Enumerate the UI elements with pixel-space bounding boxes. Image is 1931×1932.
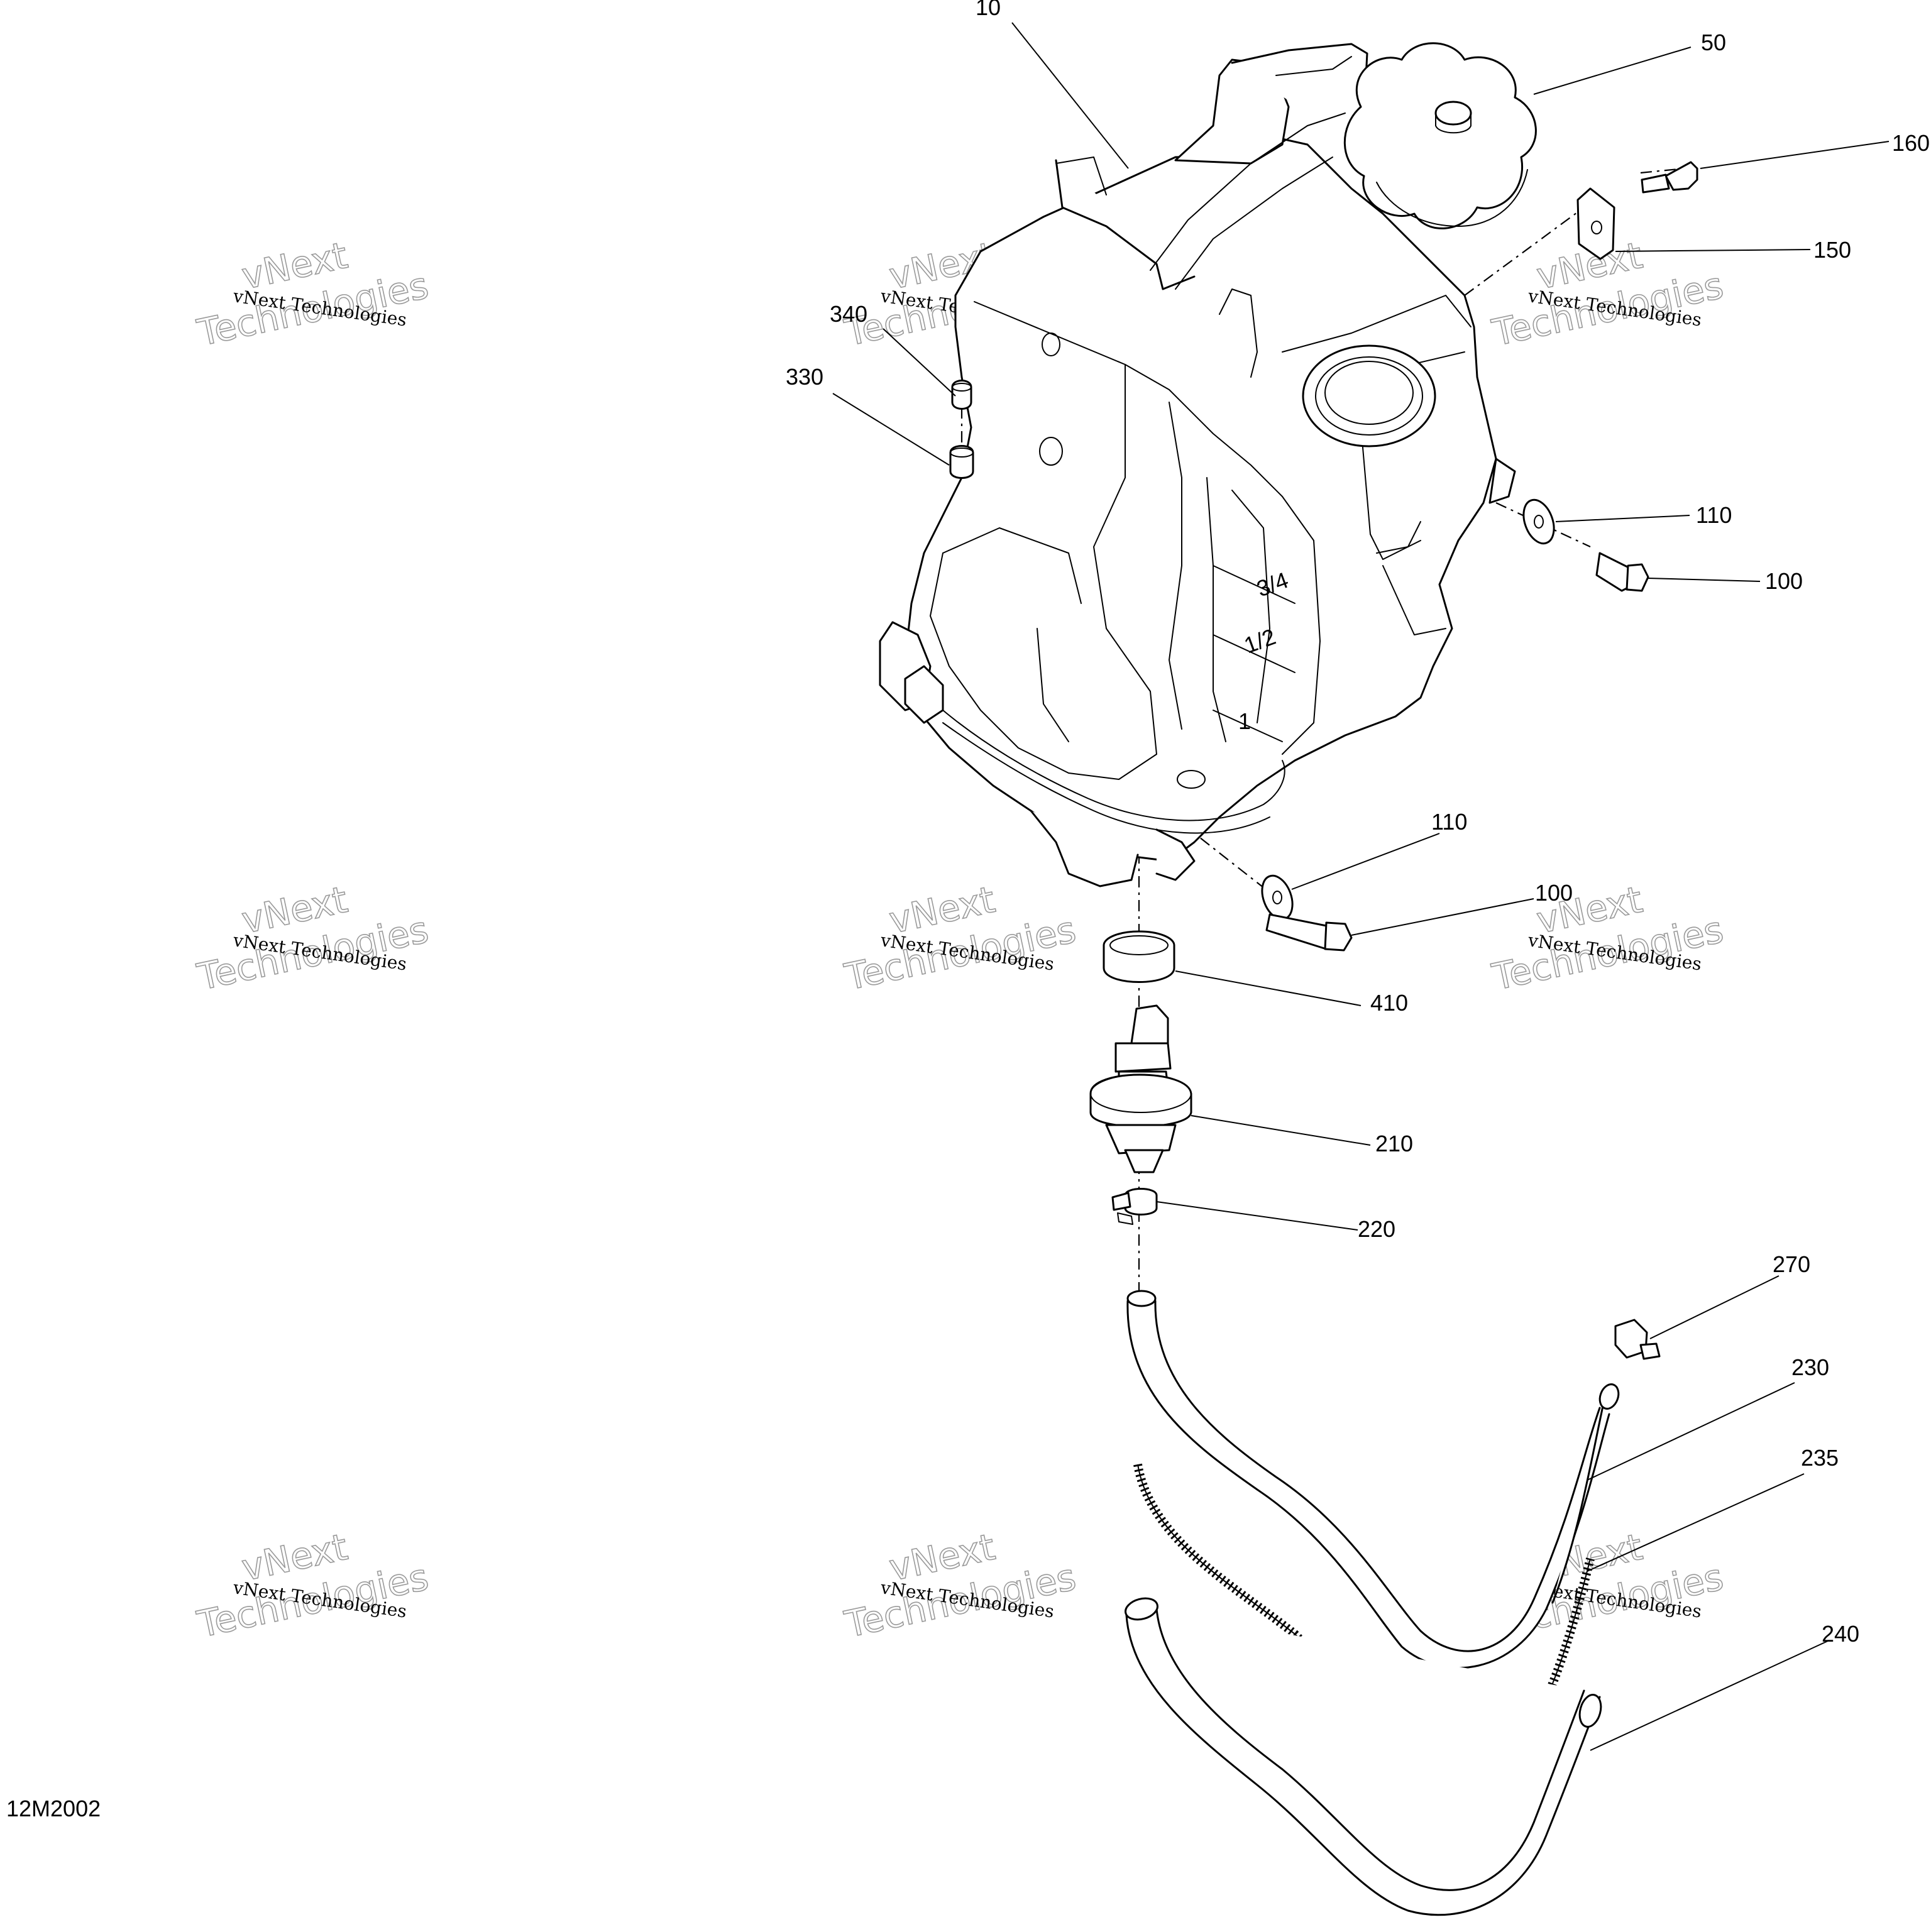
hose-230: [1551, 1383, 1620, 1604]
hose-upper: [1126, 1290, 1610, 1669]
callout-240: 240: [1822, 1621, 1859, 1647]
fuel-cap: [1343, 42, 1537, 229]
valve-210: [1089, 1004, 1192, 1173]
callout-340: 340: [830, 301, 867, 327]
callout-100-lower: 100: [1535, 880, 1573, 906]
hose-240: [1125, 1597, 1602, 1916]
screw-160: [1641, 161, 1698, 194]
callout-270: 270: [1773, 1251, 1810, 1277]
leader-lines: [832, 22, 1890, 1751]
clamp-270: [1614, 1319, 1661, 1360]
callout-230: 230: [1791, 1354, 1829, 1380]
callout-210: 210: [1375, 1131, 1413, 1156]
callout-160: 160: [1892, 130, 1930, 156]
callout-330: 330: [786, 364, 823, 390]
callout-50: 50: [1701, 30, 1726, 55]
callout-220: 220: [1358, 1216, 1395, 1242]
callout-410: 410: [1370, 990, 1408, 1016]
callout-labels: 10 50 160 150 340 330 110 100 110 100 41…: [786, 0, 1930, 1647]
bolt-100-lower: [1265, 913, 1353, 952]
fuel-tank: 3/4 1/2 1: [879, 43, 1516, 887]
washer-110-upper: [1522, 498, 1555, 545]
callout-10: 10: [976, 0, 1001, 20]
callout-110-lower: 110: [1431, 809, 1467, 835]
drawing-id: 12M2002: [6, 1796, 101, 1821]
callout-100-upper: 100: [1765, 568, 1803, 594]
vent-fitting-330: [949, 445, 974, 479]
clamp-410: [1103, 930, 1175, 983]
bolt-100-upper: [1595, 552, 1649, 592]
clamp-220: [1111, 1188, 1158, 1225]
level-mark-1: 1: [1238, 708, 1251, 734]
callout-235: 235: [1801, 1445, 1839, 1471]
vent-fitting-340: [951, 380, 972, 410]
callout-150: 150: [1813, 237, 1851, 263]
callout-110-upper: 110: [1696, 502, 1732, 528]
clip-nut-150: [1576, 187, 1615, 260]
